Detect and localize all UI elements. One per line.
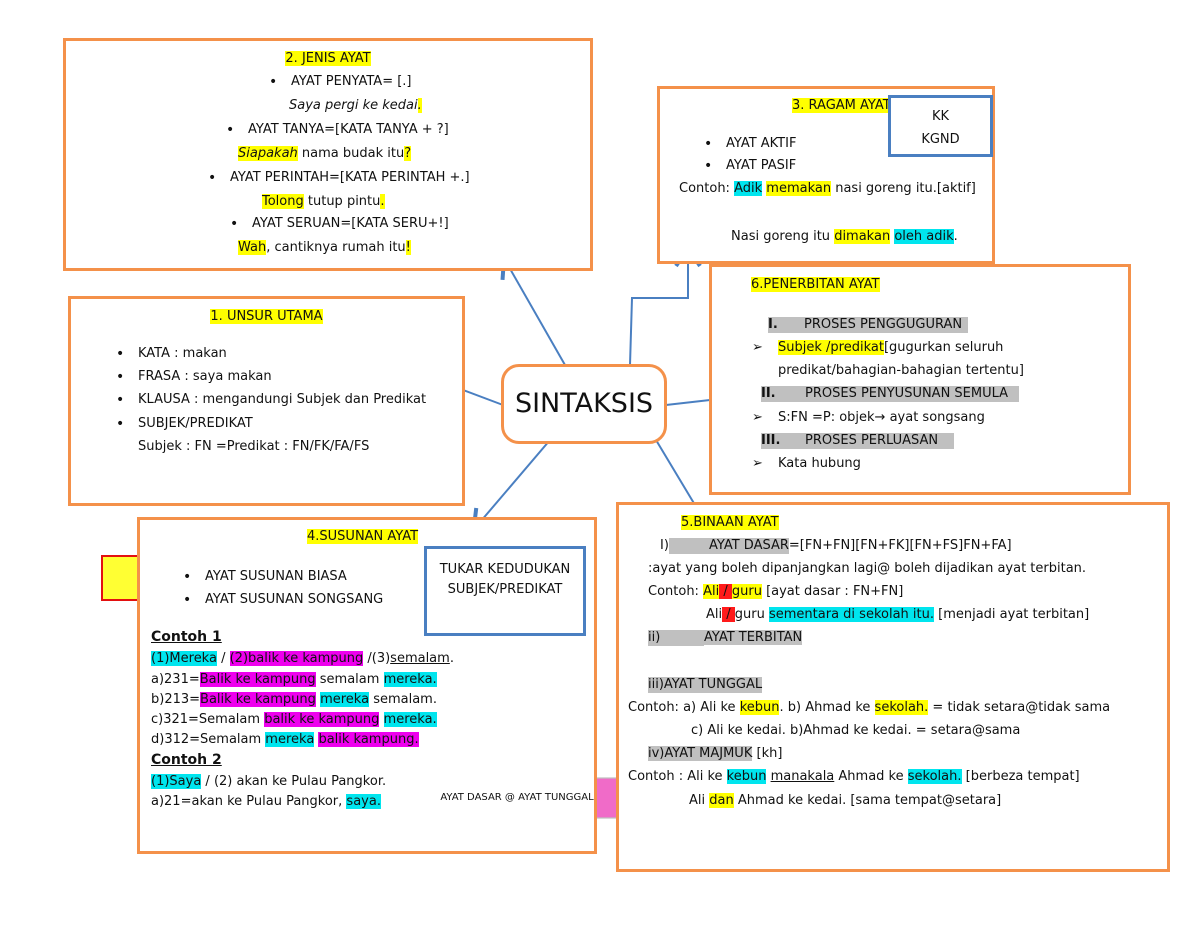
penerbitan-heading-penyusunan: II.PROSES PENYUSUNAN SEMULA: [761, 386, 1019, 402]
contoh-2-base: (1)Saya / (2) akan ke Pulau Pangkor.: [151, 774, 387, 789]
ragam-example-pasif: Nasi goreng itu dimakan oleh adik.: [731, 229, 958, 244]
connector-binaan: [649, 429, 696, 506]
penerbitan-pengguguran-desc-2: predikat/bahagian-bahagian tertentu]: [778, 363, 1024, 378]
ragam-item-aktif: AYAT AKTIF: [704, 136, 797, 152]
binaan-contoh-terbitan: Ali / guru sementara di sekolah itu. [me…: [706, 607, 1090, 622]
connector-jenis: [500, 255, 566, 366]
contoh-1-c: c)321=Semalam balik ke kampung mereka.: [151, 712, 437, 727]
binaan-ayat-majmuk: iv)AYAT MAJMUK [kh]: [648, 746, 783, 761]
binaan-ayat-terbitan: ii)AYAT TERBITAN: [648, 630, 803, 646]
unsur-item-frasa: FRASA : saya makan: [116, 369, 272, 385]
penerbitan-heading-pengguguran: I.PROSES PENGGUGURAN: [768, 317, 968, 333]
contoh-2-heading: Contoh 2: [151, 752, 222, 768]
kgnd-label: KGND: [921, 132, 960, 147]
jenis-ayat-example-tanya: Siapakah nama budak itu?: [238, 146, 412, 161]
jenis-ayat-example-perintah: Tolong tutup pintu.: [262, 194, 385, 209]
binaan-ayat-dasar: I)AYAT DASAR=[FN+FN][FN+FK][FN+FS]FN+FA]: [660, 538, 1012, 554]
contoh-1-heading: Contoh 1: [151, 629, 222, 645]
tukar-kedudukan-box: [424, 546, 586, 636]
binaan-tunggal-contoh-1: Contoh: a) Ali ke kebun. b) Ahmad ke sek…: [628, 700, 1111, 715]
ragam-example-aktif: Contoh: Adik memakan nasi goreng itu.[ak…: [679, 181, 976, 196]
sintaksis-label: SINTAKSIS: [514, 388, 654, 419]
binaan-majmuk-contoh-2: Ali dan Ahmad ke kedai. [sama tempat@set…: [689, 793, 1002, 808]
unsur-item-klausa: KLAUSA : mengandungi Subjek dan Predikat: [116, 392, 426, 408]
binaan-ayat-dasar-desc: :ayat yang boleh dipanjangkan lagi@ bole…: [648, 561, 1087, 576]
penerbitan-penyusunan-desc: S:FN =P: objek→ ayat songsang: [752, 410, 985, 426]
jenis-ayat-example-penyata: Saya pergi ke kedai.: [289, 98, 422, 113]
penerbitan-ayat-title: 6.PENERBITAN AYAT: [751, 277, 880, 292]
contoh-1-d: d)312=Semalam mereka balik kampung.: [151, 732, 419, 747]
susunan-ayat-title: 4.SUSUNAN AYAT: [307, 529, 419, 544]
kk-kgnd-box: [888, 95, 993, 157]
tukar-label-1: TUKAR KEDUDUKAN: [439, 562, 571, 577]
tukar-label-2: SUBJEK/PREDIKAT: [447, 582, 563, 597]
contoh-1-a: a)231=Balik ke kampung semalam mereka.: [151, 672, 437, 687]
unsur-utama-title: 1. UNSUR UTAMA: [210, 309, 323, 324]
connector-susunan: [471, 439, 551, 533]
contoh-1-b: b)213=Balik ke kampung mereka semalam.: [151, 692, 437, 707]
penerbitan-ayat-box: [709, 264, 1131, 495]
unsur-subjek-formula: Subjek : FN =Predikat : FN/FK/FA/FS: [138, 439, 370, 454]
kk-label: KK: [931, 109, 950, 124]
jenis-ayat-title: 2. JENIS AYAT: [285, 51, 371, 66]
susunan-item-songsang: AYAT SUSUNAN SONGSANG: [183, 592, 383, 608]
jenis-ayat-example-seruan: Wah, cantiknya rumah itu!: [238, 240, 411, 255]
sintaksis-center-node: [501, 364, 667, 444]
ayat-dasar-arrow-label: AYAT DASAR @ AYAT TUNGGAL: [440, 792, 594, 803]
connector-ragam: [629, 244, 702, 366]
connector-penerbitan: [665, 399, 711, 406]
contoh-2-a: a)21=akan ke Pulau Pangkor, saya.: [151, 794, 381, 809]
unsur-item-kata: KATA : makan: [116, 346, 227, 362]
jenis-ayat-item-seruan: AYAT SERUAN=[KATA SERU+!]: [230, 216, 449, 232]
jenis-ayat-item-perintah: AYAT PERINTAH=[KATA PERINTAH +.]: [208, 170, 470, 186]
penerbitan-perluasan-desc: Kata hubung: [752, 456, 861, 472]
penerbitan-heading-perluasan: III.PROSES PERLUASAN: [761, 433, 954, 449]
ragam-item-pasif: AYAT PASIF: [704, 158, 796, 174]
jenis-ayat-item-penyata: AYAT PENYATA= [.]: [269, 74, 411, 90]
penerbitan-pengguguran-desc: Subjek /predikat[gugurkan seluruh: [752, 340, 1003, 356]
unsur-item-subjek-predikat: SUBJEK/PREDIKAT: [116, 416, 253, 432]
binaan-ayat-title: 5.BINAAN AYAT: [681, 515, 779, 530]
binaan-majmuk-contoh-1: Contoh : Ali ke kebun manakala Ahmad ke …: [628, 769, 1080, 784]
binaan-tunggal-contoh-2: c) Ali ke kedai. b)Ahmad ke kedai. = set…: [691, 723, 1021, 738]
susunan-item-biasa: AYAT SUSUNAN BIASA: [183, 569, 347, 585]
jenis-ayat-item-tanya: AYAT TANYA=[KATA TANYA + ?]: [226, 122, 449, 138]
ragam-ayat-title: 3. RAGAM AYAT: [792, 98, 891, 113]
binaan-contoh-dasar: Contoh: Ali / guru [ayat dasar : FN+FN]: [648, 584, 904, 599]
contoh-1-base: (1)Mereka / (2)balik ke kampung /(3)sema…: [151, 651, 454, 666]
binaan-ayat-tunggal: iii)AYAT TUNGGAL: [648, 677, 763, 693]
